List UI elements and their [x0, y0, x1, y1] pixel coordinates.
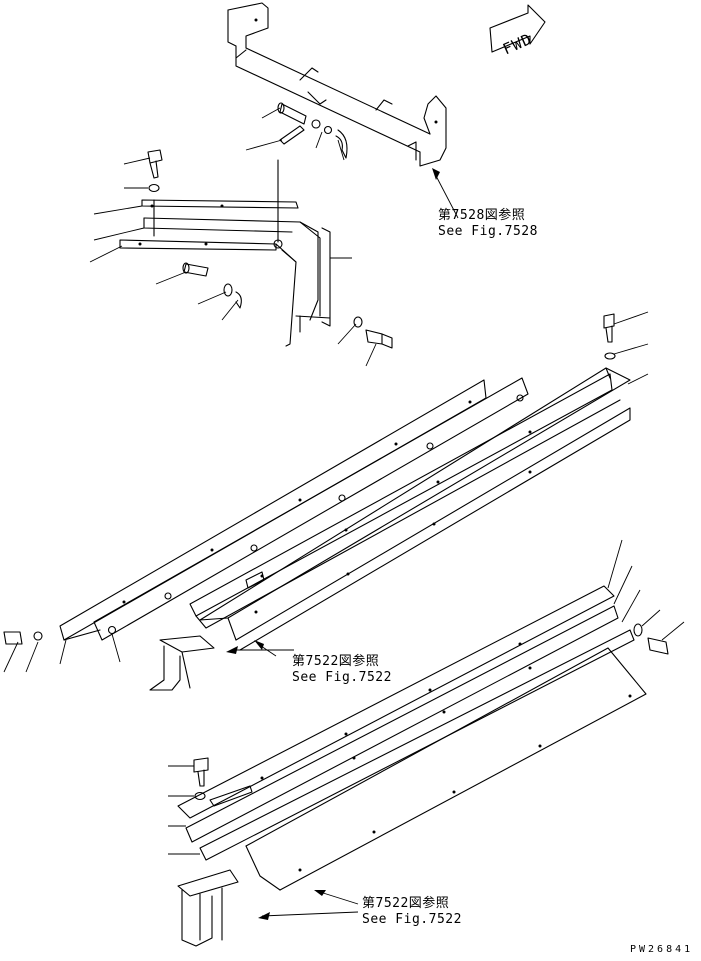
- drawing-number: PW26841: [630, 944, 694, 955]
- bolt-right-lower: [633, 623, 669, 655]
- reference-ja: 第7522図参照: [292, 654, 380, 669]
- pin-parts: [277, 102, 348, 159]
- bolt-left-mid: [3, 631, 43, 645]
- long-rail-second: [93, 377, 529, 641]
- plate-stack: [119, 159, 331, 347]
- support-bracket-mid: [149, 635, 215, 691]
- arrow-heads: [226, 168, 440, 920]
- bolt-right-mid: [603, 313, 616, 360]
- bolt-left-lower: [193, 757, 209, 801]
- reference-en: See Fig.7522: [292, 670, 392, 685]
- reference-ja: 第7528図参照: [438, 208, 526, 223]
- reference-en: See Fig.7528: [438, 224, 538, 239]
- support-bracket-lower: [177, 869, 239, 947]
- reference-label-7522-lower: 第7522図参照 See Fig.7522: [362, 896, 462, 928]
- fwd-arrow-icon: [489, 4, 546, 53]
- leader-lines: [3, 107, 685, 917]
- bolt-upper-left: [147, 149, 163, 193]
- reference-ja: 第7522図参照: [362, 896, 450, 911]
- pin-lower: [182, 262, 242, 309]
- lower-rail-top: [177, 585, 615, 819]
- bolt-mid: [353, 316, 393, 349]
- lower-rail-channel: [199, 629, 647, 891]
- reference-en: See Fig.7522: [362, 912, 462, 927]
- reference-label-7522-mid: 第7522図参照 See Fig.7522: [292, 654, 392, 686]
- long-rail-channel: [199, 367, 631, 651]
- reference-label-7528: 第7528図参照 See Fig.7528: [438, 208, 538, 240]
- long-rail-third: [189, 373, 621, 629]
- top-frame-bracket: [227, 2, 447, 167]
- lower-rail-second: [185, 605, 619, 843]
